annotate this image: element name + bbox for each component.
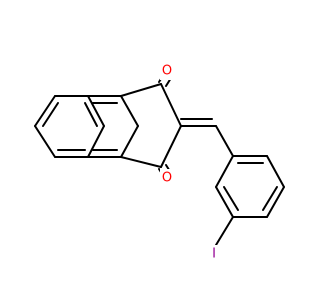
bond — [120, 83, 162, 97]
bond — [87, 95, 105, 127]
bond — [160, 83, 182, 127]
bond — [87, 125, 105, 158]
bonds — [34, 73, 285, 246]
bond — [215, 125, 234, 157]
oxygen-bottom-label: O — [162, 171, 172, 186]
bond — [34, 125, 56, 158]
bond — [120, 125, 139, 158]
bond — [120, 95, 139, 127]
molecule-diagram: O O I — [34, 62, 285, 263]
bond — [266, 186, 285, 218]
atom-labels: O O I — [160, 62, 220, 263]
bond-inner — [262, 186, 278, 211]
bond — [215, 216, 234, 246]
bond — [266, 155, 285, 188]
bond-inner — [84, 102, 98, 127]
bond — [215, 186, 234, 218]
iodine-label: I — [212, 247, 216, 262]
oxygen-top-label: O — [162, 64, 172, 79]
bond-inner — [42, 102, 59, 127]
bond — [120, 156, 162, 168]
bond-inner — [223, 186, 239, 211]
bond — [160, 125, 182, 168]
bond — [34, 95, 56, 127]
bond — [215, 155, 234, 188]
